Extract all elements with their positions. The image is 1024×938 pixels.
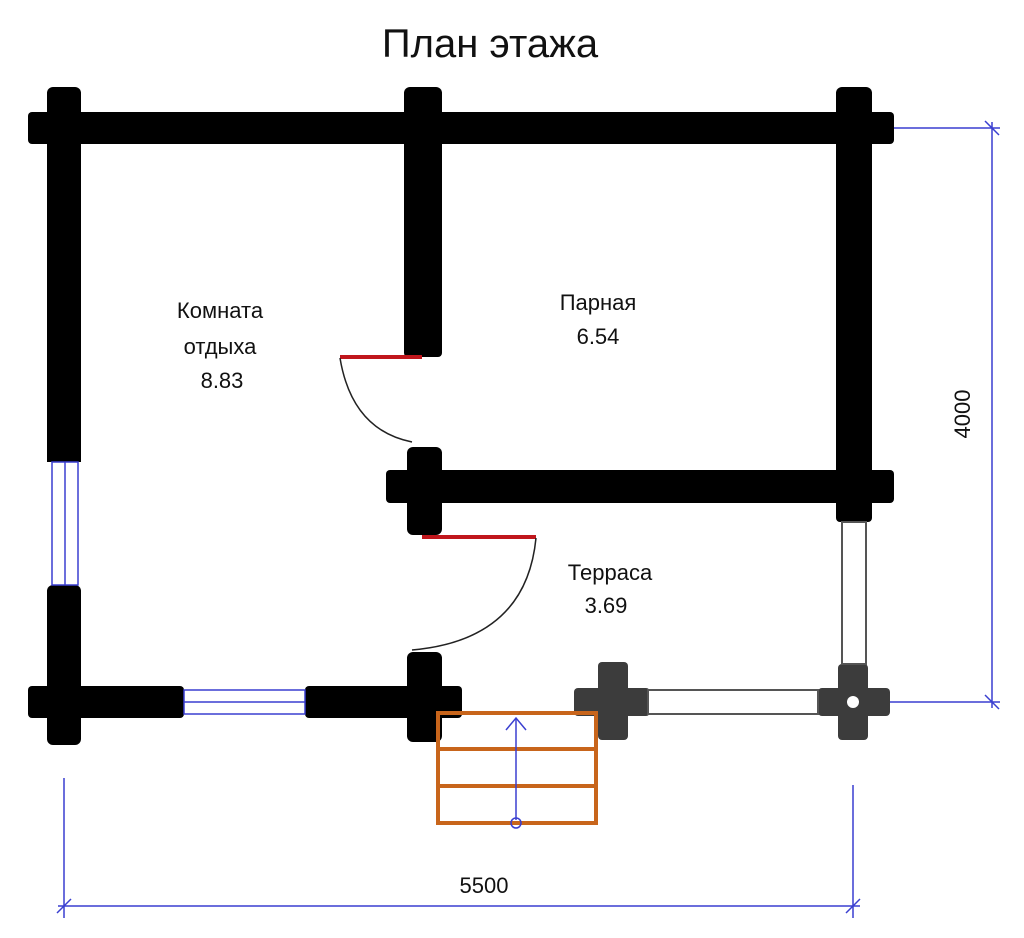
railing-bottom — [647, 689, 819, 715]
wall-left-lower — [47, 585, 81, 745]
wall-inner-vertical-upper — [404, 112, 442, 357]
room-rest-name-2: отдыха — [184, 334, 258, 359]
terrace-post-marker — [847, 696, 859, 708]
dim-depth-label: 4000 — [950, 390, 975, 439]
room-terrace-name: Терраса — [568, 560, 653, 585]
door-swing-lower — [411, 537, 537, 651]
windows — [51, 461, 306, 715]
dimension-lines — [56, 120, 1000, 918]
room-labels: Комната отдыха 8.83 Парная 6.54 Терраса … — [177, 290, 653, 618]
wall-right — [836, 112, 872, 522]
stairs-outline — [436, 711, 598, 825]
doors — [339, 355, 537, 651]
wall-left-upper — [47, 112, 81, 462]
walls — [28, 87, 894, 745]
dim-right-tick-bottom — [984, 694, 1000, 710]
door-swing-upper — [339, 357, 413, 443]
stairs-direction — [505, 716, 527, 829]
wall-top — [28, 112, 894, 144]
room-rest-area: 8.83 — [201, 368, 244, 393]
plan-title: План этажа — [382, 22, 599, 66]
room-rest-name-1: Комната — [177, 298, 264, 323]
stairs-arrow-head — [505, 716, 527, 731]
room-terrace-area: 3.69 — [585, 593, 628, 618]
railing-right — [841, 521, 867, 665]
stairs-start-marker — [510, 817, 522, 829]
terrace-railings — [647, 521, 867, 715]
stairs — [436, 711, 598, 825]
dim-width-label: 5500 — [460, 873, 509, 898]
dim-bottom-tick-right — [845, 898, 861, 914]
room-steam-name: Парная — [560, 290, 637, 315]
wall-inner-horizontal — [386, 470, 894, 503]
room-steam-area: 6.54 — [577, 324, 620, 349]
wall-bottom-left — [28, 686, 184, 718]
terrace-post-left-h — [574, 688, 650, 716]
wall-inner-vertical-bottom — [407, 652, 442, 742]
dim-right-tick-top — [984, 120, 1000, 136]
dim-bottom-tick-left — [56, 898, 72, 914]
